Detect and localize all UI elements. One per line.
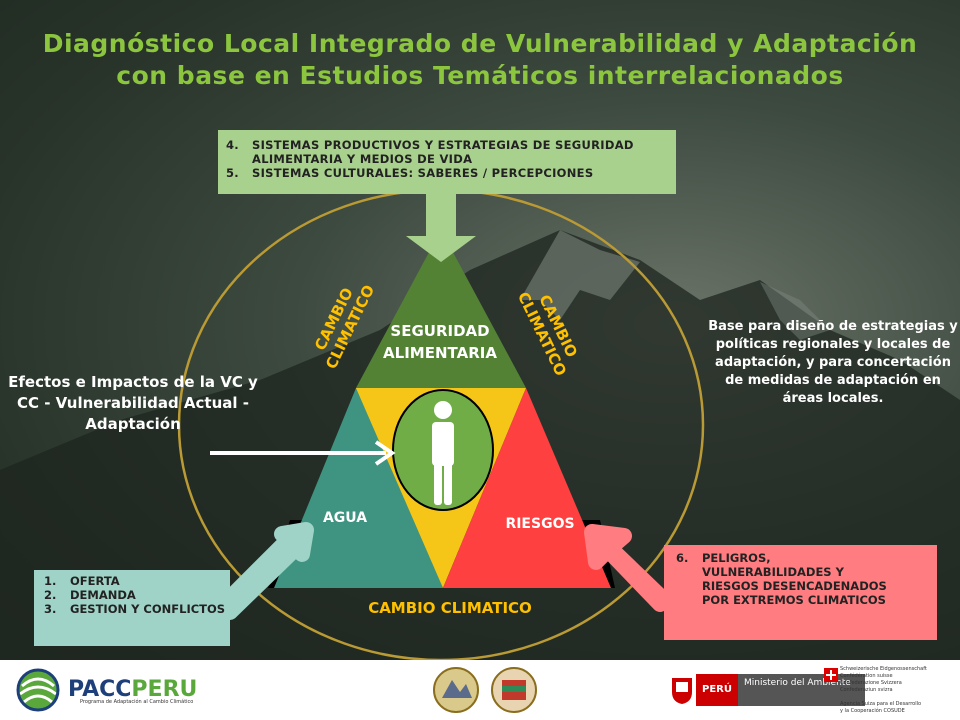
peru-shield-icon (672, 678, 692, 704)
left-arrow (216, 522, 314, 620)
agua-label: AGUA (322, 510, 368, 526)
top-box: 4.SISTEMAS PRODUCTIVOS Y ESTRATEGIAS DE … (218, 130, 676, 194)
top-arrow (406, 194, 476, 262)
base-text: Base para diseño de estrategias y políti… (708, 319, 958, 406)
globe-icon (16, 668, 60, 712)
list-item: 5.SISTEMAS CULTURALES: SABERES / PERCEPC… (226, 166, 594, 180)
regional-logos (433, 667, 537, 713)
list-item: 3.GESTION Y CONFLICTOS (44, 602, 226, 616)
footer-logos: PACCPERU Programa de Adaptación al Cambi… (0, 660, 960, 720)
page-title: Diagnóstico Local Integrado de Vulnerabi… (42, 29, 918, 90)
swiss-flag-icon (824, 668, 838, 682)
cambio-climatico-bottom: CAMBIO CLIMATICO (368, 599, 532, 617)
seguridad-label: SEGURIDAD ALIMENTARIA (383, 322, 497, 362)
pacc-logo: PACCPERU Programa de Adaptación al Cambi… (14, 666, 197, 714)
pacc-subtitle: Programa de Adaptación al Cambio Climáti… (80, 699, 194, 705)
list-item: 2.DEMANDA (44, 588, 136, 602)
triangle-diagram (210, 194, 672, 620)
right-arrow (584, 524, 672, 612)
efectos-text: Efectos e Impactos de la VC y CC - Vulne… (8, 373, 258, 433)
riesgos-label: RIESGOS (505, 516, 575, 532)
list-item: 6.PELIGROS, VULNERABILIDADES Y RIESGOS D… (676, 551, 887, 607)
list-item: 4.SISTEMAS PRODUCTIVOS Y ESTRATEGIAS DE … (226, 138, 634, 166)
triangle-riesgos (443, 388, 611, 588)
triangle-seguridad (356, 230, 526, 388)
left-box: 1.OFERTA 2.DEMANDA 3.GESTION Y CONFLICTO… (34, 570, 230, 646)
ministerio-logo: PERÚ Ministerio del Ambiente (668, 674, 865, 706)
list-item: 1.OFERTA (44, 574, 120, 588)
triangle-agua (274, 388, 443, 588)
person-icon (432, 401, 454, 505)
effects-arrow (210, 440, 396, 466)
cosude-text: Schweizerische Eidgenossenschaft Confédé… (840, 666, 927, 714)
right-box: 6.PELIGROS, VULNERABILIDADES Y RIESGOS D… (664, 545, 937, 640)
